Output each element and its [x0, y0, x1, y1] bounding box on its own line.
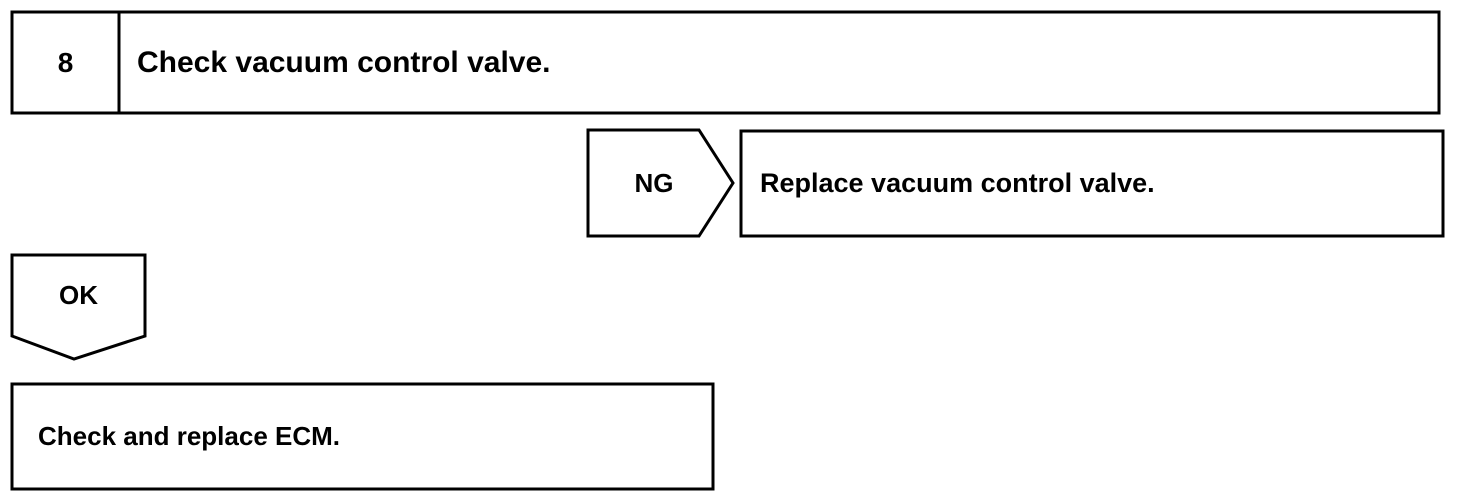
ng-label: NG: [634, 167, 674, 198]
ok-action-text: Check and replace ECM.: [38, 421, 340, 451]
ok-arrow: [10, 253, 147, 361]
ng-action-text: Replace vacuum control valve.: [760, 168, 1155, 198]
ok-action-box: [10, 382, 715, 491]
ok-label: OK: [59, 279, 98, 310]
step-number: 8: [57, 46, 74, 78]
step-title: Check vacuum control valve.: [137, 45, 551, 79]
ng-arrow: [586, 128, 735, 238]
ng-action-box: [739, 129, 1445, 238]
step-box: [10, 10, 1441, 115]
